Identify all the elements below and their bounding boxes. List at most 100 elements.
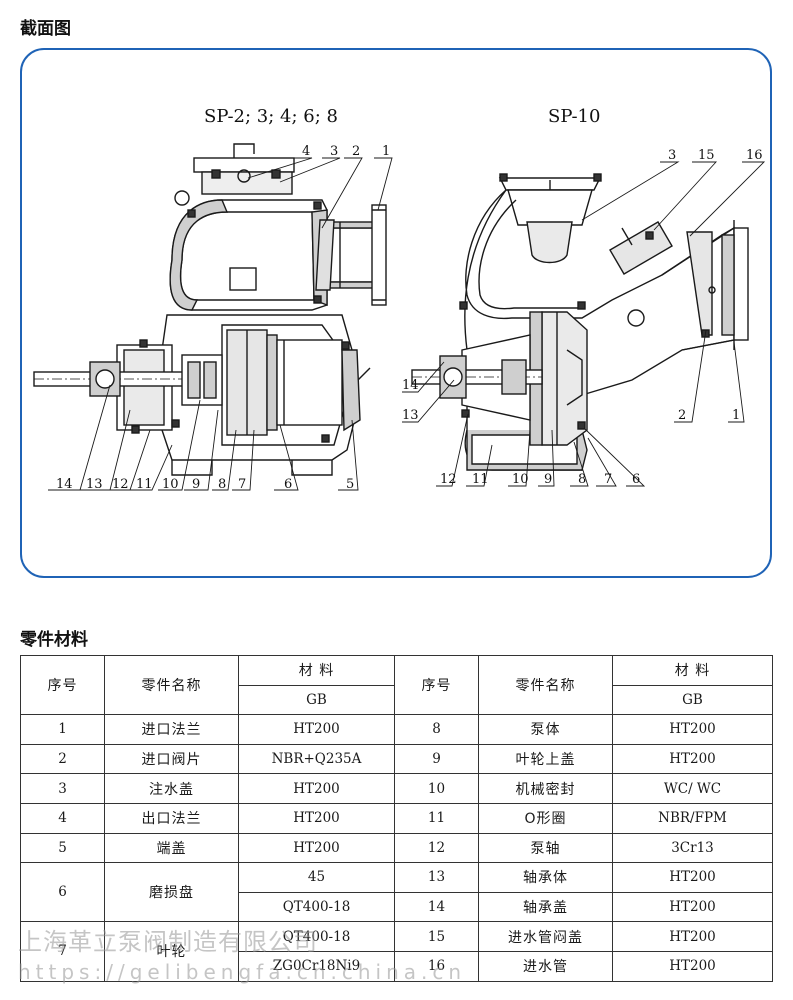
header-standard-right: GB (612, 684, 773, 716)
left-label-7: 7 (238, 477, 246, 492)
cell-no: 12 (394, 832, 479, 864)
cell-no: 10 (394, 773, 479, 804)
right-label-7: 7 (604, 472, 612, 487)
table-row: 6 磨损盘 45 13 轴承体 HT200 (20, 862, 773, 923)
cross-section-diagram-frame: SP-2; 3; 4; 6; 8 SP-10 4 3 2 1 14 13 12 … (20, 48, 772, 578)
cell-name: 轴承体 (478, 862, 613, 893)
left-label-11: 11 (136, 477, 153, 492)
cell-name: 叶轮 (104, 921, 239, 982)
left-label-14: 14 (56, 477, 73, 492)
cell-name: 注水盖 (104, 773, 239, 804)
cell-material: QT400-18 (238, 891, 395, 923)
cell-name: 泵体 (478, 714, 613, 745)
right-label-9: 9 (544, 472, 552, 487)
cell-no: 15 (394, 921, 479, 952)
left-label-6: 6 (284, 477, 292, 492)
cell-material: NBR+Q235A (238, 743, 395, 775)
parts-materials-table: 序号 零件名称 材 料 序号 零件名称 材 料 GB GB 1 进口法兰 HT2… (20, 654, 773, 982)
right-label-12: 12 (440, 472, 457, 487)
right-label-1: 1 (732, 408, 740, 423)
cell-material: 3Cr13 (612, 832, 773, 864)
header-no-left: 序号 (20, 654, 105, 716)
table-subheader-row: GB GB (21, 684, 773, 716)
cell-name: 进水管闷盖 (478, 921, 613, 952)
left-label-8: 8 (218, 477, 226, 492)
cell-material: HT200 (612, 950, 773, 982)
cell-name: 进口法兰 (104, 714, 239, 745)
cell-no: 4 (20, 802, 105, 834)
cell-material: HT200 (612, 714, 773, 745)
cell-no: 7 (20, 921, 105, 982)
left-model-title: SP-2; 3; 4; 6; 8 (204, 106, 338, 127)
right-leader-lines (402, 161, 766, 487)
right-label-13: 13 (402, 408, 419, 423)
right-label-11: 11 (472, 472, 489, 487)
cell-name: 轴承盖 (478, 891, 613, 923)
left-label-2: 2 (352, 144, 360, 159)
left-label-1: 1 (382, 144, 390, 159)
cell-material: QT400-18 (238, 921, 395, 952)
section-title-cross-section: 截面图 (20, 19, 71, 39)
cell-material: NBR/FPM (612, 802, 773, 834)
cell-no: 8 (394, 714, 479, 745)
table-row: QT400-18 14 轴承盖 HT200 (21, 891, 773, 923)
header-standard-left: GB (238, 684, 395, 716)
table-row: ZG0Cr18Ni9 16 进水管 HT200 (21, 950, 773, 982)
right-label-8: 8 (578, 472, 586, 487)
cell-no: 1 (20, 714, 105, 745)
table-row: 3 注水盖 HT200 10 机械密封 WC/ WC (20, 773, 773, 804)
left-label-9: 9 (192, 477, 200, 492)
cell-name: 进口阀片 (104, 743, 239, 775)
cell-material: HT200 (238, 773, 395, 804)
section-title-parts-materials: 零件材料 (20, 630, 88, 650)
left-pump-drawing (33, 143, 387, 476)
table-row: 7 叶轮 QT400-18 15 进水管闷盖 HT200 (20, 921, 773, 982)
cell-material: HT200 (612, 921, 773, 952)
left-label-13: 13 (86, 477, 103, 492)
cell-material: HT200 (238, 832, 395, 864)
right-label-10: 10 (512, 472, 529, 487)
cell-no: 6 (20, 862, 105, 923)
cell-material: HT200 (238, 714, 395, 745)
header-material-right: 材 料 (612, 655, 773, 686)
cell-material: HT200 (612, 891, 773, 923)
right-pump-drawing (411, 173, 749, 471)
cell-material: HT200 (238, 802, 395, 834)
cell-no: 13 (394, 862, 479, 893)
cell-name: O形圈 (478, 802, 613, 834)
table-header-row: 序号 零件名称 材 料 序号 零件名称 材 料 (20, 654, 773, 716)
cell-name: 出口法兰 (104, 802, 239, 834)
cell-no: 14 (394, 891, 479, 923)
left-label-5: 5 (346, 477, 354, 492)
cell-name: 进水管 (478, 950, 613, 982)
cell-material: HT200 (612, 743, 773, 775)
right-label-6: 6 (632, 472, 640, 487)
right-label-15: 15 (698, 148, 715, 163)
table-row: 5 端盖 HT200 12 泵轴 3Cr13 (20, 832, 773, 864)
left-leader-lines (48, 157, 393, 491)
cell-material: ZG0Cr18Ni9 (238, 950, 395, 982)
cross-section-drawing: SP-2; 3; 4; 6; 8 SP-10 4 3 2 1 14 13 12 … (33, 106, 766, 492)
cell-material: WC/ WC (612, 773, 773, 804)
left-label-12: 12 (112, 477, 129, 492)
table-row: 4 出口法兰 HT200 11 O形圈 NBR/FPM (20, 802, 773, 834)
table-row: 1 进口法兰 HT200 8 泵体 HT200 (20, 714, 773, 745)
cell-name: 泵轴 (478, 832, 613, 864)
left-label-4: 4 (302, 144, 310, 159)
right-label-3: 3 (668, 148, 676, 163)
header-name-left: 零件名称 (104, 654, 239, 716)
cell-no: 16 (394, 950, 479, 982)
right-label-16: 16 (746, 148, 763, 163)
left-label-3: 3 (330, 144, 338, 159)
right-label-14: 14 (402, 378, 419, 393)
right-model-title: SP-10 (548, 106, 600, 127)
cell-no: 11 (394, 802, 479, 834)
header-name-right: 零件名称 (478, 654, 613, 716)
header-material-left: 材 料 (238, 655, 395, 686)
cell-name: 叶轮上盖 (478, 743, 613, 775)
left-label-10: 10 (162, 477, 179, 492)
right-label-2: 2 (678, 408, 686, 423)
cell-no: 5 (20, 832, 105, 864)
cell-no: 9 (394, 743, 479, 775)
cell-material: 45 (238, 862, 395, 893)
